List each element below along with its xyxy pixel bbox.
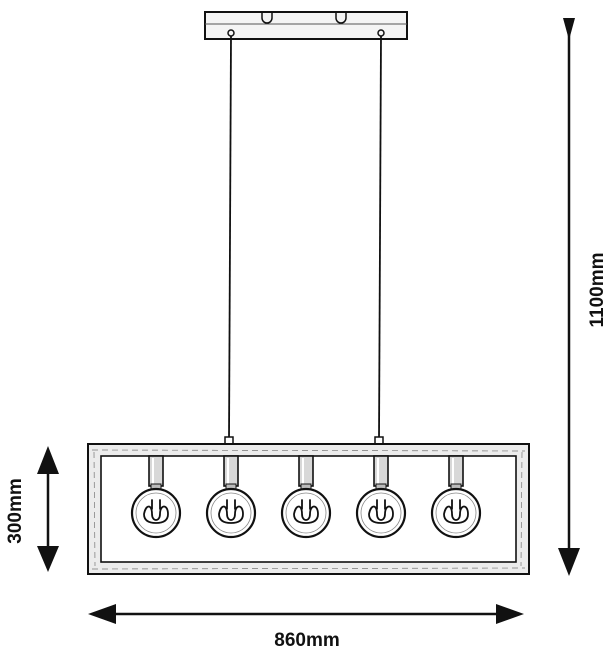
- suspension-cables: [224, 35, 384, 446]
- bulb-5: [430, 455, 482, 539]
- bulb-3: [280, 455, 332, 539]
- frame-height-dimension: 300mm: [5, 446, 59, 572]
- height-total-label: 1100mm: [587, 252, 608, 327]
- bulb-4: [355, 455, 407, 539]
- frame-height-label: 300mm: [5, 478, 26, 544]
- height-total-dimension: 1100mm: [558, 18, 608, 576]
- bulb-row: [130, 455, 482, 539]
- frame-width-label: 860mm: [274, 630, 340, 651]
- frame-width-dimension: 860mm: [88, 604, 524, 651]
- bulb-2: [205, 455, 257, 539]
- bulb-1: [130, 455, 182, 539]
- ceiling-canopy: [204, 11, 408, 40]
